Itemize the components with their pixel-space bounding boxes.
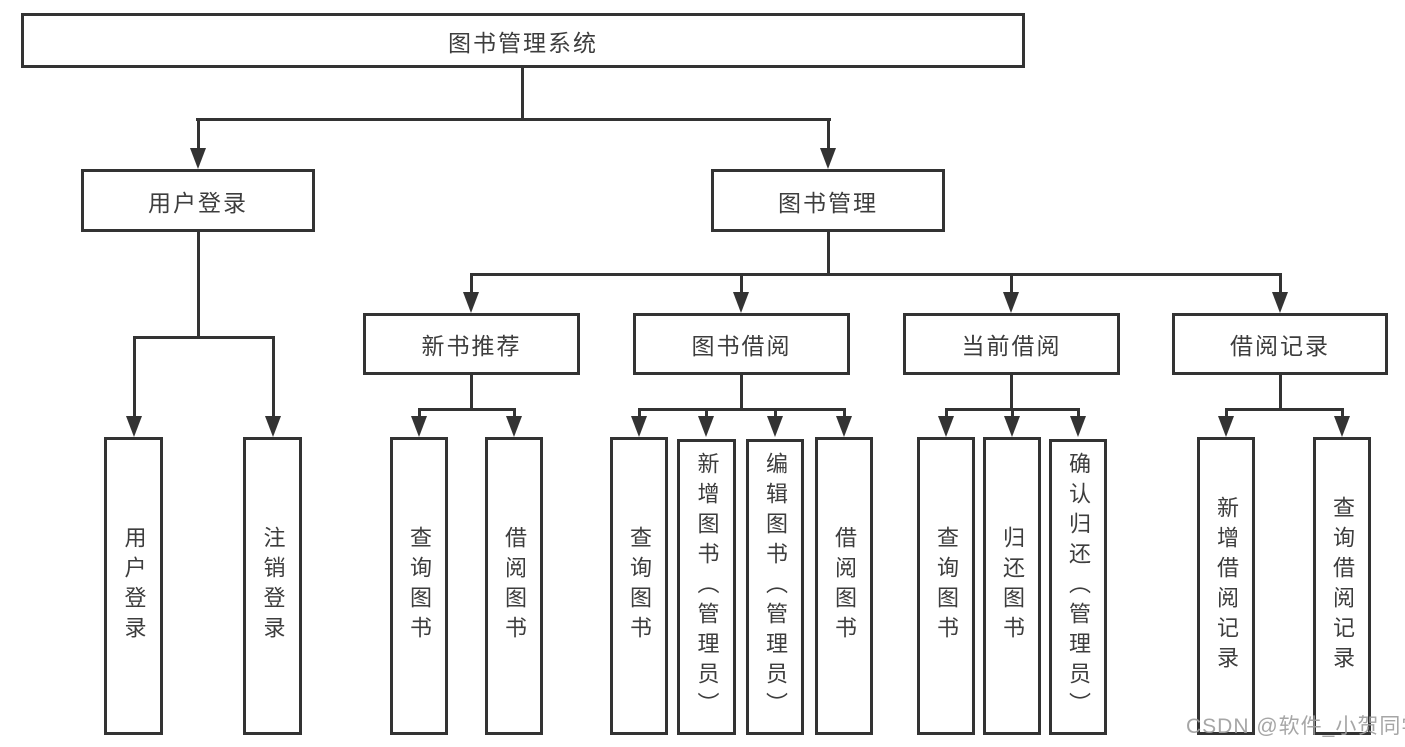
csdn-watermark: CSDN @软件_小贺同学 [1186,715,1405,738]
connector-drop-book-borrow [740,273,743,295]
leaf-query-books-current-label: 查询图书 [934,526,959,646]
arrow-down-icon [820,148,836,169]
leaf-query-books-borrow-label: 查询图书 [627,526,652,646]
leaf-logout-label: 注销登录 [260,526,286,646]
node-root-label: 图书管理系统 [448,29,598,56]
arrow-down-icon [836,416,852,437]
connector-book-borrow-rail [638,408,846,411]
leaf-query-books-rec-label: 查询图书 [407,526,432,646]
connector-drop [418,408,421,418]
connector-book-management-rail [470,273,1281,276]
arrow-down-icon [265,416,281,437]
connector-drop-leaf-logout [272,336,275,416]
arrow-down-icon [733,292,749,313]
connector-drop-book-management [827,118,830,150]
connector-drop [513,408,516,418]
node-user-login: 用户登录 [81,169,315,232]
leaf-query-borrow-record: 查询借阅记录 [1313,437,1371,735]
node-book-borrow: 图书借阅 [633,313,850,375]
arrow-down-icon [506,416,522,437]
connector-user-login-rail [133,336,275,339]
leaf-add-books-label: 新增图书（管理员） [694,452,720,722]
arrow-down-icon [1003,292,1019,313]
connector-root-rail [196,118,831,121]
connector-root-stem [521,68,524,118]
arrow-down-icon [1272,292,1288,313]
connector-new-book-rec-stem [470,375,473,408]
connector-book-borrow-stem [740,375,743,408]
leaf-add-borrow-record: 新增借阅记录 [1197,437,1255,735]
leaf-user-login: 用户登录 [104,437,163,735]
node-current-borrow-label: 当前借阅 [961,333,1062,359]
node-current-borrow: 当前借阅 [903,313,1120,375]
arrow-down-icon [1004,416,1020,437]
arrow-down-icon [767,416,783,437]
connector-new-book-rec-rail [418,408,516,411]
arrow-down-icon [698,416,714,437]
leaf-return-books-label: 归还图书 [1000,526,1025,646]
leaf-borrow-books-rec-label: 借阅图书 [502,526,527,646]
leaf-query-books-current: 查询图书 [917,437,975,735]
leaf-query-books-rec: 查询图书 [390,437,448,735]
leaf-query-books-borrow: 查询图书 [610,437,668,735]
connector-drop [1011,408,1014,418]
leaf-add-borrow-record-label: 新增借阅记录 [1214,496,1239,676]
connector-drop [1341,408,1344,418]
connector-drop [705,408,708,418]
connector-current-borrow-stem [1010,375,1013,408]
connector-borrow-records-rail [1225,408,1344,411]
leaf-edit-books-label: 编辑图书（管理员） [763,452,788,722]
leaf-confirm-return-label: 确认归还（管理员） [1066,452,1091,722]
connector-drop-borrow-records [1279,273,1282,295]
leaf-user-login-label: 用户登录 [121,526,147,646]
arrow-down-icon [631,416,647,437]
leaf-borrow-books: 借阅图书 [815,437,873,735]
node-root: 图书管理系统 [21,13,1025,68]
connector-drop-leaf-user-login [133,336,136,416]
connector-drop [638,408,641,418]
node-book-management: 图书管理 [711,169,945,232]
leaf-borrow-books-label: 借阅图书 [832,526,857,646]
connector-book-management-stem [827,232,830,273]
node-borrow-records-label: 借阅记录 [1230,333,1330,359]
arrow-down-icon [190,148,206,169]
connector-drop [945,408,948,418]
node-book-borrow-label: 图书借阅 [691,333,792,359]
arrow-down-icon [126,416,142,437]
arrow-down-icon [1218,416,1234,437]
node-borrow-records: 借阅记录 [1172,313,1388,375]
leaf-return-books: 归还图书 [983,437,1041,735]
node-new-book-rec-label: 新书推荐 [421,333,522,359]
connector-drop [1225,408,1228,418]
connector-drop [843,408,846,418]
node-book-management-label: 图书管理 [778,189,878,216]
arrow-down-icon [463,292,479,313]
connector-drop-new-book-rec [470,273,473,295]
leaf-query-borrow-record-label: 查询借阅记录 [1330,496,1355,676]
arrow-down-icon [411,416,427,437]
arrow-down-icon [938,416,954,437]
arrow-down-icon [1070,416,1086,437]
connector-drop [1077,408,1080,418]
node-new-book-rec: 新书推荐 [363,313,580,375]
leaf-edit-books: 编辑图书（管理员） [746,439,804,735]
node-user-login-label: 用户登录 [148,189,248,216]
connector-drop [774,408,777,418]
arrow-down-icon [1334,416,1350,437]
leaf-add-books: 新增图书（管理员） [677,439,736,735]
connector-drop-user-login [197,118,200,150]
connector-borrow-records-stem [1279,375,1282,408]
connector-drop-current-borrow [1010,273,1013,295]
leaf-borrow-books-rec: 借阅图书 [485,437,543,735]
leaf-logout: 注销登录 [243,437,302,735]
leaf-confirm-return: 确认归还（管理员） [1049,439,1107,735]
connector-user-login-stem [197,232,200,336]
